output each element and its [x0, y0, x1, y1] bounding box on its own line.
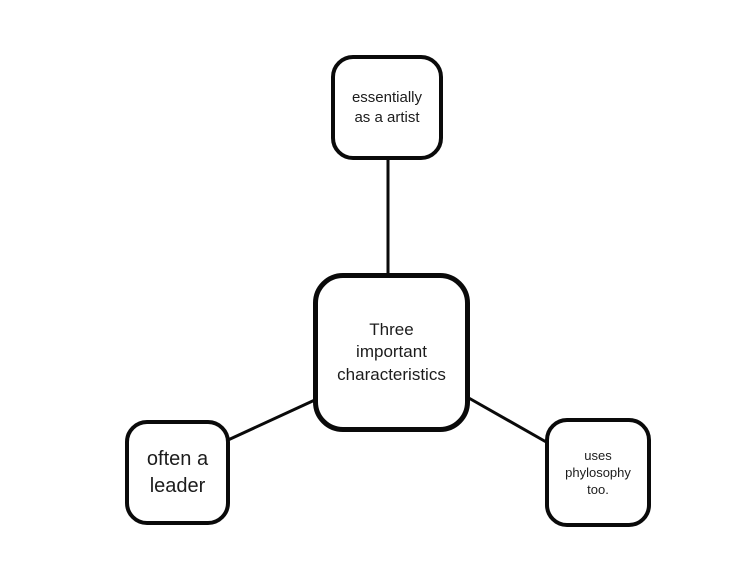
connector-center-to-bottom-right — [466, 395, 549, 445]
node-often-a-leader: often a leader — [125, 420, 230, 525]
node-essentially-as-artist: essentially as a artist — [331, 55, 443, 160]
node-central-topic: Three important characteristics — [313, 273, 470, 432]
node-uses-phylosophy: uses phylosophy too. — [545, 418, 651, 527]
connector-center-to-bottom-left — [227, 397, 318, 442]
